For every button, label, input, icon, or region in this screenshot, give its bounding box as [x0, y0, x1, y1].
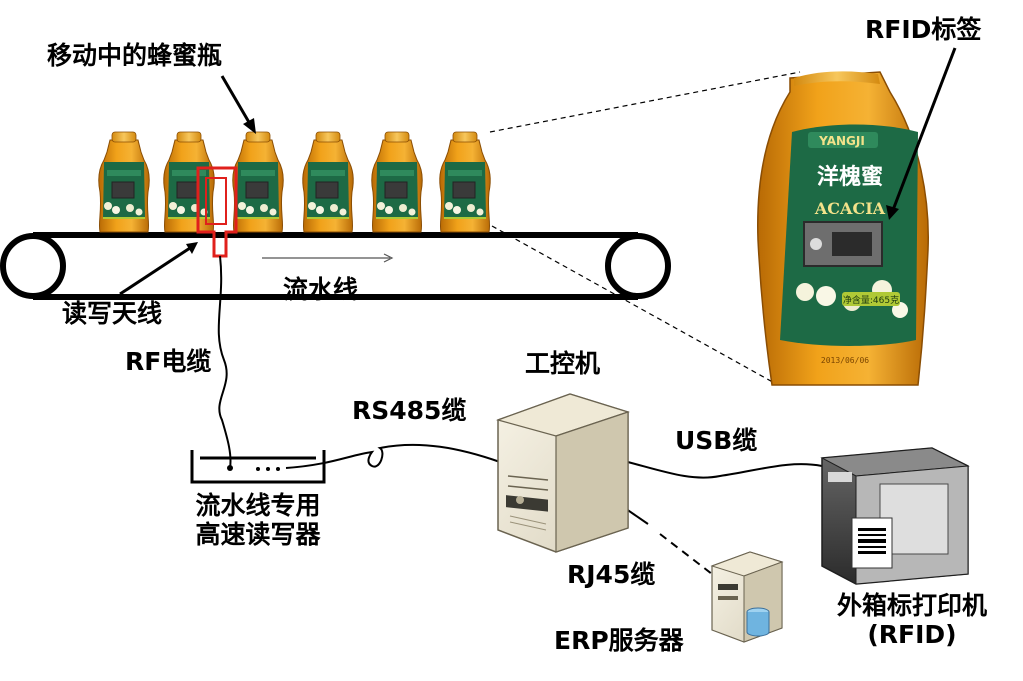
antenna-label: 读写天线 — [62, 299, 163, 328]
zoomed-honey-bottle: YANGJI 洋槐蜜 ACACIA 净含量:465克 2013/06/06 — [757, 71, 929, 386]
rf-cable-label: RF电缆 — [125, 347, 212, 376]
zoom-line-top — [489, 71, 801, 133]
conveyor-belt — [0, 232, 671, 300]
tower-pc-icon — [496, 393, 630, 553]
label-printer-icon — [820, 447, 970, 585]
erp-server-label: ERP服务器 — [554, 626, 684, 655]
reader-label-line1: 流水线专用 — [195, 491, 321, 520]
honey-bottle-icon — [301, 131, 355, 233]
pipeline-label: 流水线 — [283, 275, 359, 304]
ipc-label: 工控机 — [525, 349, 601, 378]
rfid-tag-label: RFID标签 — [865, 15, 982, 44]
zoom-line-bottom — [491, 225, 779, 386]
reader-label-line2: 高速读写器 — [195, 519, 321, 549]
rj45-cable — [659, 533, 713, 575]
high-speed-reader — [190, 450, 326, 484]
usb-cable — [619, 459, 823, 479]
rf-cable — [217, 255, 232, 469]
usb-label: USB缆 — [675, 426, 758, 455]
honey-bottle-icon — [231, 131, 285, 233]
printer-label-line1: 外箱标打印机 — [836, 591, 987, 620]
bottle-brand-text: 洋槐蜜 — [817, 164, 883, 190]
reader-label: 流水线专用 高速读写器 — [168, 491, 348, 550]
honey-bottle-icon — [370, 131, 424, 233]
arrows — [119, 47, 957, 296]
right-roller — [605, 233, 671, 299]
rs485-cable — [285, 443, 501, 469]
printer-label-line2: (RFID) — [867, 619, 957, 649]
honey-bottle-icon — [97, 131, 151, 233]
bottle-brand-logo: YANGJI — [818, 134, 865, 148]
bottle-date-stamp: 2013/06/06 — [821, 356, 869, 365]
printer-label: 外箱标打印机 (RFID) — [812, 591, 1012, 650]
rj45-label: RJ45缆 — [567, 560, 656, 589]
moving-bottles-label: 移动中的蜂蜜瓶 — [47, 41, 223, 70]
honey-bottle-icon — [438, 131, 492, 233]
bottle-variety-text: ACACIA — [814, 199, 886, 218]
read-write-antenna — [196, 166, 238, 258]
server-icon — [710, 551, 784, 643]
left-roller — [0, 233, 66, 299]
moving-bottles — [97, 131, 492, 233]
rs485-label: RS485缆 — [352, 396, 467, 425]
bottle-net-weight: 净含量:465克 — [843, 294, 899, 306]
